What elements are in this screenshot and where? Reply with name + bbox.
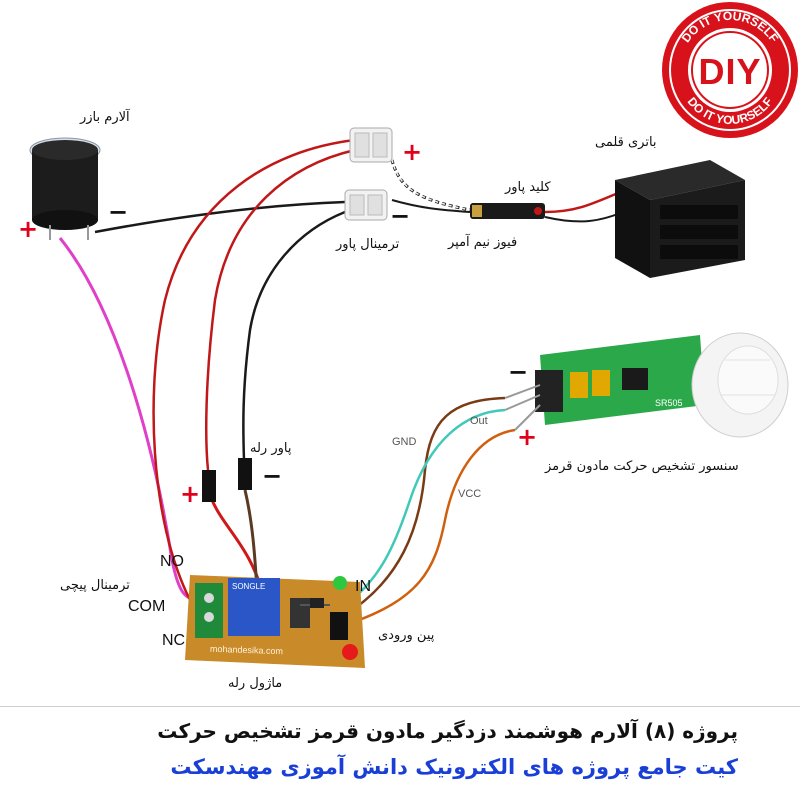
label-pir-sensor: سنسور تشخیص حرکت مادون قرمز bbox=[545, 459, 739, 474]
wire-pir-vcc bbox=[344, 428, 516, 627]
pir-model-text: SR505 bbox=[655, 398, 683, 408]
battery-holder bbox=[615, 160, 745, 278]
pir-minus-sign: − bbox=[508, 358, 529, 386]
label-relay-power: پاور رله bbox=[250, 441, 292, 456]
wire-switch-to-battery-red bbox=[544, 188, 626, 214]
label-fuse: فیوز نیم آمپر bbox=[448, 235, 518, 250]
buzzer-minus-sign: − bbox=[108, 198, 129, 226]
power-switch bbox=[470, 203, 545, 219]
terminal-plus-sign: + bbox=[402, 138, 423, 166]
label-battery: باتری قلمی bbox=[595, 135, 657, 150]
label-power-switch: کلید پاور bbox=[505, 180, 551, 195]
footer-title: پروژه (۸) آلارم هوشمند دزدگیر مادون قرمز… bbox=[157, 719, 738, 743]
pir-plus-sign: + bbox=[517, 423, 538, 451]
wire-label-gnd: GND bbox=[392, 436, 417, 448]
wire-red-relay-power bbox=[205, 148, 356, 471]
relay-pin-com: COM bbox=[128, 598, 166, 615]
logo-center-text: DIY bbox=[698, 51, 762, 92]
power-terminal bbox=[344, 127, 393, 221]
wire-pir-out bbox=[344, 408, 506, 607]
label-input-pin: پین ورودی bbox=[378, 628, 435, 643]
wire-label-out: Out bbox=[470, 415, 488, 427]
relay-power-connector-positive bbox=[202, 470, 216, 502]
buzzer-plus-sign: + bbox=[18, 215, 39, 243]
relay-pin-no: NO bbox=[160, 553, 184, 570]
buzzer bbox=[29, 137, 101, 240]
terminal-minus-sign: − bbox=[390, 202, 411, 230]
relay-brand-text: SONGLE bbox=[232, 582, 266, 591]
relay-power-minus-sign: − bbox=[262, 462, 283, 490]
wire-terminal-to-switch bbox=[391, 199, 471, 213]
relay-pin-in: IN bbox=[355, 578, 371, 595]
label-relay-module: ماژول رله bbox=[228, 676, 283, 691]
wire-label-vcc: VCC bbox=[458, 488, 482, 500]
pir-sensor bbox=[504, 332, 789, 438]
footer: پروژه (۸) آلارم هوشمند دزدگیر مادون قرمز… bbox=[0, 706, 800, 801]
label-buzzer: آلارم بازر bbox=[80, 110, 130, 125]
wire-pir-gnd bbox=[344, 396, 506, 617]
relay-power-connector-negative bbox=[238, 458, 252, 490]
wire-buzzer-negative bbox=[94, 200, 346, 234]
relay-module bbox=[185, 575, 365, 668]
relay-power-plus-sign: + bbox=[180, 480, 201, 508]
diy-logo: DO IT YOURSELF DO IT YOURSELF bbox=[662, 2, 798, 138]
wire-twisted-power-white bbox=[391, 159, 471, 211]
label-screw-terminal: ترمینال پیچی bbox=[60, 578, 130, 593]
footer-subtitle: کیت جامع پروژه های الکترونیک دانش آموزی … bbox=[170, 755, 738, 779]
wire-buzzer-positive bbox=[58, 237, 196, 600]
relay-pin-nc: NC bbox=[162, 632, 186, 649]
wire-black-relay-power bbox=[242, 210, 346, 461]
wire-red-com bbox=[152, 138, 356, 601]
label-power-terminal: ترمینال پاور bbox=[336, 237, 400, 252]
